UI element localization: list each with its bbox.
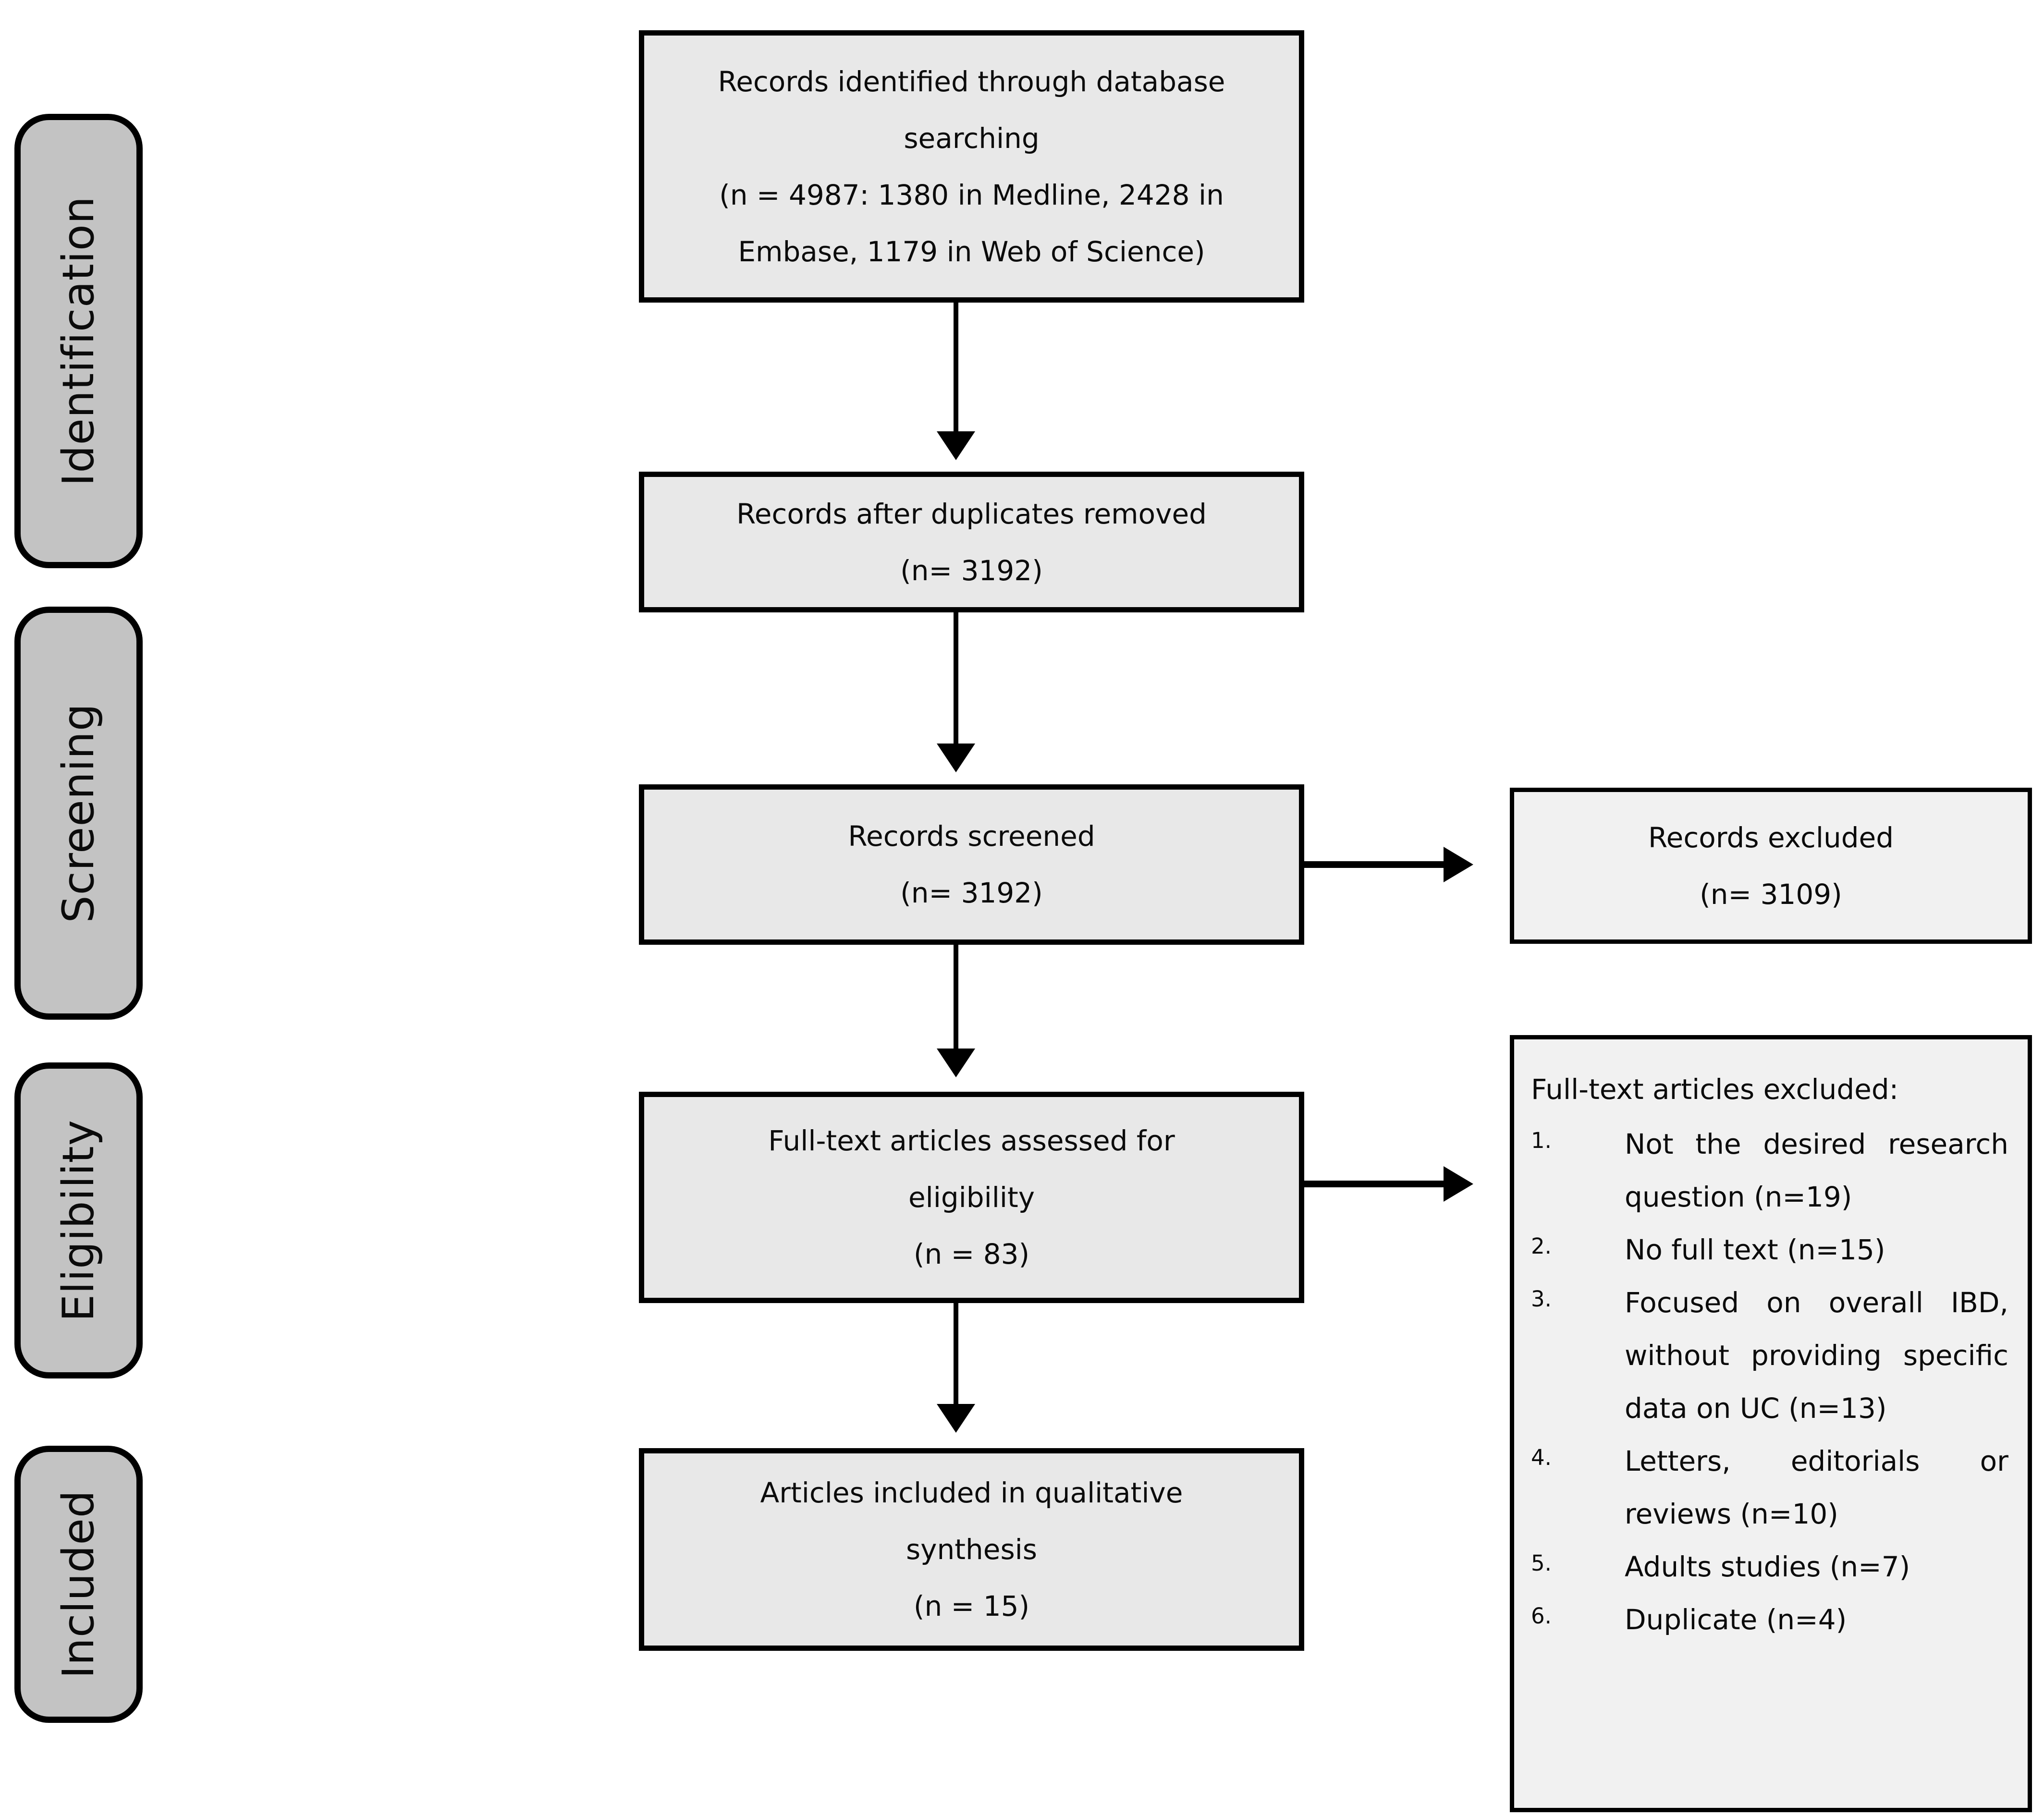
- arrow-down-identified-to-duplicates-head: [937, 431, 975, 460]
- excluded-item: 5. Adults studies (n=7): [1531, 1540, 2008, 1593]
- flow-box-duplicates-removed: Records after duplicates removed (n= 319…: [639, 472, 1304, 612]
- excluded-item-number: 5.: [1531, 1550, 1552, 1576]
- side-box-fulltext-excluded: Full-text articles excluded: 1. Not the …: [1510, 1035, 2032, 1812]
- excluded-item-text: Letters, editorials or reviews (n=10): [1625, 1445, 2008, 1530]
- stage-label-included-text: Included: [53, 1490, 104, 1679]
- excluded-item: 1. Not the desired research question (n=…: [1531, 1118, 2008, 1223]
- arrow-right-screened-to-excluded-head: [1444, 847, 1473, 882]
- stage-label-included: Included: [14, 1446, 143, 1723]
- excluded-item-text: No full text (n=15): [1625, 1233, 1885, 1266]
- excluded-item-text: Focused on overall IBD, without providin…: [1625, 1286, 2008, 1425]
- stage-label-eligibility: Eligibility: [14, 1062, 143, 1378]
- arrow-right-assessed-to-excluded-stem: [1304, 1181, 1444, 1187]
- fulltext-excluded-title: Full-text articles excluded:: [1531, 1073, 1899, 1106]
- arrow-right-screened-to-excluded-stem: [1304, 861, 1444, 868]
- excluded-item-number: 6.: [1531, 1603, 1552, 1629]
- arrow-down-assessed-to-included-stem: [954, 1303, 958, 1404]
- stage-label-screening: Screening: [14, 607, 143, 1020]
- flow-box-records-identified: Records identified through database sear…: [639, 30, 1304, 303]
- arrow-down-screened-to-assessed-head: [937, 1049, 975, 1077]
- excluded-item-text: Not the desired research question (n=19): [1625, 1128, 2008, 1213]
- stage-label-eligibility-text: Eligibility: [53, 1119, 104, 1322]
- arrow-down-screened-to-assessed-stem: [954, 945, 958, 1049]
- stage-label-identification: Identification: [14, 114, 143, 568]
- excluded-item: 3. Focused on overall IBD, without provi…: [1531, 1276, 2008, 1435]
- arrow-right-assessed-to-excluded-head: [1444, 1166, 1473, 1202]
- excluded-item: 4. Letters, editorials or reviews (n=10): [1531, 1435, 2008, 1540]
- excluded-item-text: Adults studies (n=7): [1625, 1550, 1910, 1583]
- arrow-down-identified-to-duplicates-stem: [954, 303, 958, 431]
- excluded-item-number: 2.: [1531, 1233, 1552, 1259]
- excluded-item-number: 4.: [1531, 1445, 1552, 1470]
- excluded-item: 6. Duplicate (n=4): [1531, 1593, 2008, 1646]
- arrow-down-duplicates-to-screened-head: [937, 744, 975, 772]
- side-box-records-excluded: Records excluded (n= 3109): [1510, 788, 2032, 944]
- fulltext-excluded-content: Full-text articles excluded: 1. Not the …: [1514, 1039, 2028, 1646]
- flow-box-included-synthesis: Articles included in qualitative synthes…: [639, 1448, 1304, 1651]
- excluded-item-number: 1.: [1531, 1128, 1552, 1153]
- stage-label-identification-text: Identification: [53, 195, 104, 487]
- excluded-item: 2. No full text (n=15): [1531, 1223, 2008, 1276]
- stage-label-screening-text: Screening: [53, 703, 104, 923]
- flow-box-records-screened: Records screened (n= 3192): [639, 784, 1304, 945]
- arrow-down-assessed-to-included-head: [937, 1404, 975, 1433]
- excluded-item-text: Duplicate (n=4): [1625, 1603, 1847, 1636]
- excluded-item-number: 3.: [1531, 1286, 1552, 1312]
- flow-box-fulltext-assessed: Full-text articles assessed for eligibil…: [639, 1092, 1304, 1303]
- arrow-down-duplicates-to-screened-stem: [954, 612, 958, 744]
